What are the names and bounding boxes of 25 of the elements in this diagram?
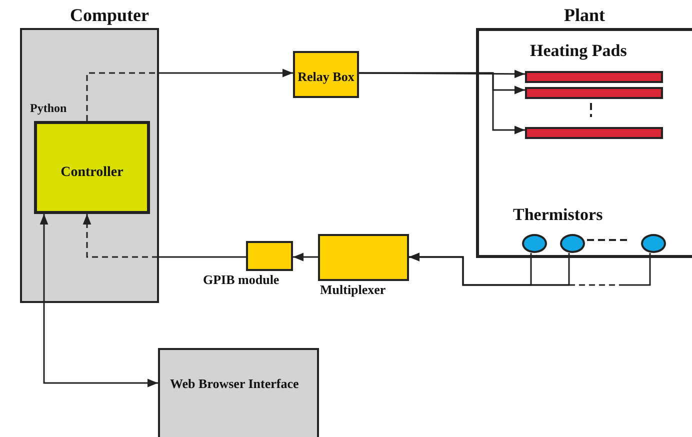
language-label: Python <box>30 101 67 116</box>
arrow <box>359 72 525 134</box>
heating-pad-bar <box>525 127 663 139</box>
heating-pad-bar <box>525 71 663 83</box>
panel-title: Plant <box>564 5 606 26</box>
arrow <box>86 68 293 121</box>
relay-box <box>293 51 359 98</box>
browser-box <box>158 348 319 437</box>
panel-title: Computer <box>70 5 149 26</box>
arrow <box>40 214 158 388</box>
group-label: Heating Pads <box>530 41 627 61</box>
group-label: Thermistors <box>513 205 603 225</box>
box-label: Controller <box>60 164 124 182</box>
arrow <box>409 252 651 286</box>
box-label: Relay Box <box>296 68 356 86</box>
arrow <box>293 252 318 262</box>
controller-box <box>34 121 150 214</box>
box-label: Multiplexer <box>320 282 386 298</box>
box-label: GPIB module <box>203 272 280 288</box>
thermistor-circle <box>641 234 666 253</box>
box-label: Web Browser Interface <box>170 375 299 393</box>
arrow <box>82 214 246 258</box>
thermistor-circle <box>522 234 547 253</box>
thermistor-circle <box>560 234 585 253</box>
heating-pad-bar <box>525 87 663 99</box>
